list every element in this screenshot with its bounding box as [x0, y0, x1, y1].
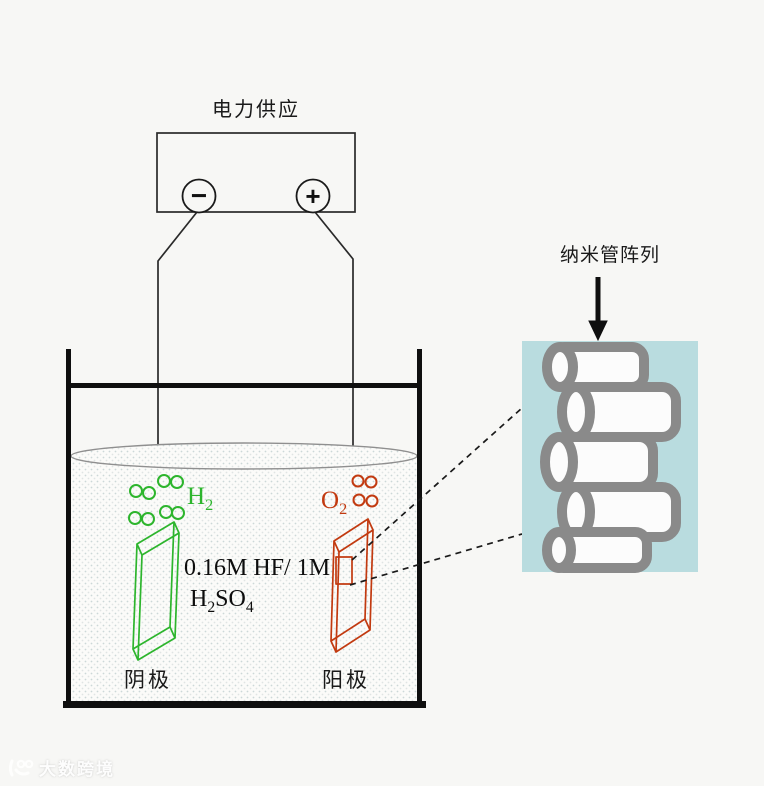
o2-gas-label: O2 — [321, 487, 347, 519]
power-supply-box — [156, 132, 356, 213]
cathode-electrode — [132, 521, 180, 661]
electrolyte-liquid — [70, 442, 418, 702]
nanotube-array-image — [540, 342, 681, 573]
formula-so: SO — [215, 586, 246, 612]
o2-bubbles — [351, 474, 379, 508]
power-supply-label: 电力供应 — [212, 99, 300, 121]
callout-dashed-lines — [349, 407, 523, 586]
h2-bubbles — [128, 474, 185, 526]
watermark-logo-icon — [9, 759, 34, 776]
plus-icon: + — [305, 181, 320, 211]
down-arrow-icon — [588, 277, 608, 342]
electrolyte-concentration-label: 0.16M HF/ 1M H2SO4 — [184, 553, 330, 623]
watermark: 大数跨境 — [8, 755, 115, 780]
formula-h: H — [190, 586, 208, 612]
nanotube-sample-spot — [335, 556, 353, 585]
o2-subscript: 2 — [339, 500, 348, 518]
cathode-label: 阴极 — [124, 669, 172, 692]
nanotube-array-label: 纳米管阵列 — [559, 245, 660, 266]
anode-electrode — [330, 518, 374, 653]
h2-subscript: 2 — [205, 496, 214, 514]
nanotube-panel — [522, 341, 698, 573]
h2-base: H — [187, 483, 206, 510]
electrolyte-formula: H2SO4 — [184, 584, 330, 623]
h2-gas-label: H2 — [187, 483, 213, 515]
beaker-outline — [63, 349, 426, 708]
electrolyte-line1: 0.16M HF/ 1M — [184, 555, 331, 581]
o2-base: O — [321, 487, 340, 514]
minus-icon: − — [191, 180, 207, 211]
formula-sub2: 2 — [207, 598, 216, 616]
positive-terminal — [295, 178, 331, 214]
negative-terminal — [181, 178, 217, 214]
watermark-text: 大数跨境 — [39, 760, 115, 779]
formula-sub4: 4 — [245, 598, 254, 616]
anode-label: 阳极 — [322, 669, 370, 692]
